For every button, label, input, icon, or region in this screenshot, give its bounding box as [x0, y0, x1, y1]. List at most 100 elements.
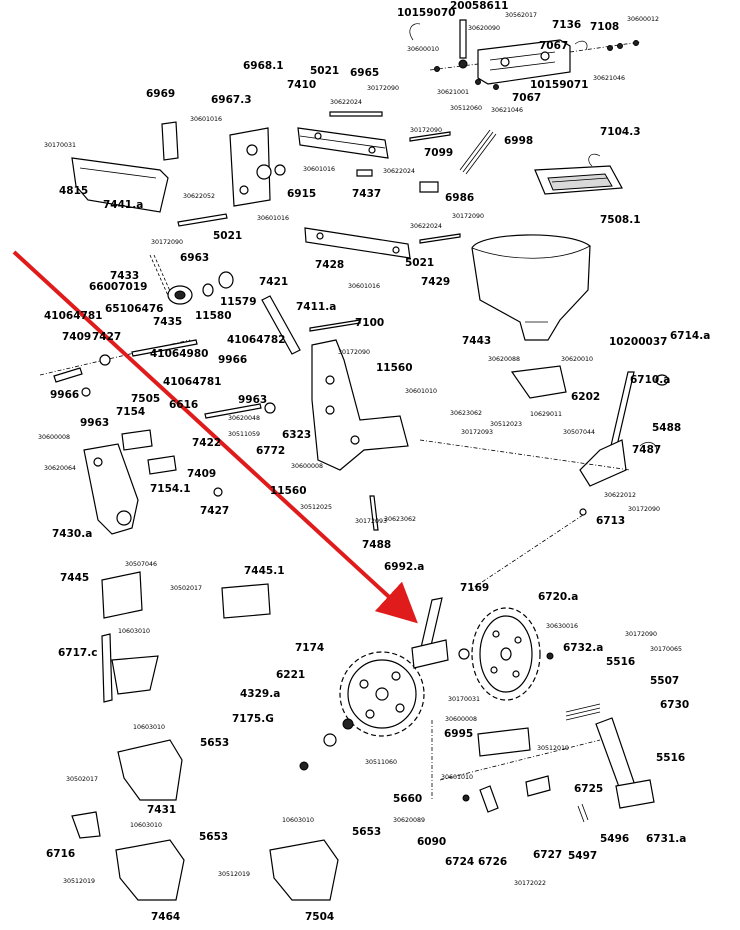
- part-label-5021a: 5021: [310, 65, 340, 77]
- nut-30630016: [546, 652, 554, 660]
- part-label-30170065: 30170065: [650, 646, 683, 653]
- part-label-7504: 7504: [305, 911, 335, 923]
- spring-6998: [459, 129, 497, 175]
- lever-6992a: [411, 597, 449, 669]
- centerlines-lower-right: [431, 720, 601, 800]
- part-label-6616: 6616: [169, 399, 199, 411]
- part-label-6202: 6202: [571, 391, 601, 403]
- part-label-5516a: 5516: [606, 656, 636, 668]
- part-label-9966b: 9966: [50, 389, 80, 401]
- part-label-30620010: 30620010: [561, 356, 594, 363]
- part-label-30600012: 30600012: [627, 16, 660, 23]
- part-label-30601016b: 30601016: [303, 166, 336, 173]
- part-label-30170031b: 30170031: [448, 696, 481, 703]
- part-label-30512025: 30512025: [300, 504, 333, 511]
- part-label-30601016d: 30601016: [348, 283, 381, 290]
- nut-5660: [462, 794, 470, 802]
- part-label-30620064: 30620064: [44, 465, 77, 472]
- part-label-7154.1: 7154.1: [150, 483, 191, 495]
- part-label-30511059: 30511059: [228, 431, 261, 438]
- part-label-6710.a: 6710.a: [630, 374, 671, 386]
- bracket-6967-3: [229, 127, 272, 207]
- part-label-10200037: 10200037: [609, 336, 668, 348]
- pin-6616: [204, 403, 262, 419]
- part-label-7108: 7108: [590, 21, 620, 33]
- part-label-6323: 6323: [282, 429, 312, 441]
- clip-5488: [639, 441, 658, 455]
- part-label-6963: 6963: [180, 252, 210, 264]
- part-label-7487: 7487: [632, 444, 662, 456]
- part-label-7421: 7421: [259, 276, 289, 288]
- plate-6724: [479, 785, 499, 813]
- part-label-7067b: 7067: [512, 92, 542, 104]
- part-label-7104.3: 7104.3: [600, 126, 641, 138]
- bar-assembly-7108: [429, 39, 641, 85]
- block-7154: [121, 429, 153, 451]
- plate-7445-1: [221, 583, 271, 619]
- part-label-11560a: 11560: [376, 362, 413, 374]
- part-label-41064782: 41064782: [227, 334, 286, 346]
- part-label-5496: 5496: [600, 833, 630, 845]
- part-label-30601016c: 30601016: [257, 215, 290, 222]
- pin-6713: [579, 508, 587, 516]
- part-label-30512019a: 30512019: [537, 745, 570, 752]
- part-label-7067a: 7067: [539, 40, 569, 52]
- washer-7169: [458, 648, 470, 660]
- part-label-30172090d: 30172090: [151, 239, 184, 246]
- bolt-7429: [419, 233, 461, 244]
- part-label-7508.1: 7508.1: [600, 214, 641, 226]
- part-label-7433: 7433: [110, 270, 140, 282]
- part-label-30600008b: 30600008: [291, 463, 324, 470]
- part-label-6992.a: 6992.a: [384, 561, 425, 573]
- arm-7428: [304, 227, 411, 259]
- part-label-7174: 7174: [295, 642, 325, 654]
- chute-6717c: [111, 655, 159, 695]
- part-label-7437: 7437: [352, 188, 382, 200]
- spring-6730: [565, 703, 601, 721]
- part-label-7099: 7099: [424, 147, 454, 159]
- part-label-7441.a: 7441.a: [103, 199, 144, 211]
- part-label-6090: 6090: [417, 836, 447, 848]
- plate-6969: [161, 121, 179, 161]
- part-label-6965: 6965: [350, 67, 380, 79]
- part-label-30600008a: 30600008: [38, 434, 71, 441]
- part-label-7505: 7505: [131, 393, 161, 405]
- part-label-30601010b: 30601010: [441, 774, 474, 781]
- part-label-10603010d: 10603010: [282, 817, 315, 824]
- pin-6963: [177, 213, 228, 227]
- wheel-6720a: [471, 607, 541, 701]
- part-label-6995: 6995: [444, 728, 474, 740]
- part-label-7445.1: 7445.1: [244, 565, 285, 577]
- part-label-6998: 6998: [504, 135, 534, 147]
- link-line: [469, 514, 584, 591]
- part-label-30512023: 30512023: [490, 421, 523, 428]
- part-label-5653c: 5653: [352, 826, 382, 838]
- part-label-30623062b: 30623062: [384, 516, 417, 523]
- part-label-30623062a: 30623062: [450, 410, 483, 417]
- gear-7427: [213, 487, 223, 497]
- part-label-7429: 7429: [421, 276, 451, 288]
- part-label-30622012: 30622012: [604, 492, 637, 499]
- part-label-11580: 11580: [195, 310, 232, 322]
- wheel-7174: [339, 651, 425, 737]
- bearing-6221: [342, 718, 354, 730]
- part-label-30172090c: 30172090: [452, 213, 485, 220]
- part-label-10159071: 10159071: [530, 79, 589, 91]
- pin-41064980: [131, 339, 198, 357]
- part-6716: [71, 811, 101, 839]
- knob-6714a: [655, 374, 669, 386]
- chute-7504: [269, 839, 339, 901]
- part-label-6727: 6727: [533, 849, 563, 861]
- hopper-7443: [471, 234, 591, 341]
- part-label-7443: 7443: [462, 335, 492, 347]
- cover-7441a: [71, 157, 169, 213]
- part-label-30622052: 30622052: [183, 193, 216, 200]
- part-label-7435: 7435: [153, 316, 183, 328]
- part-label-5653b: 5653: [199, 831, 229, 843]
- part-label-30621046b: 30621046: [491, 107, 524, 114]
- part-label-9963b: 9963: [80, 417, 110, 429]
- part-label-6968.1: 6968.1: [243, 60, 284, 72]
- lever-7487: [579, 439, 627, 487]
- lever-7421: [261, 295, 301, 355]
- part-label-5653a: 5653: [200, 737, 230, 749]
